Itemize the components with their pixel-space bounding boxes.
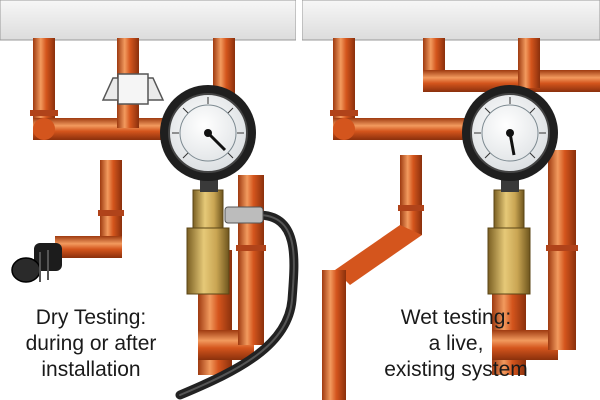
brass-valve-icon [487,172,531,295]
hose-icon [175,206,299,400]
caption-line: during or after [25,332,157,355]
caption-line: installation [41,358,141,381]
dry-testing-caption: Dry Testing: during or after installatio… [0,305,182,383]
boiler-left [0,0,297,41]
caption-line: existing system [384,358,528,381]
caption-line: a live, [428,332,484,355]
tundish-icon [101,73,165,105]
caption-line: Dry Testing: [35,306,147,329]
pressure-gauge-icon [160,85,256,181]
pressure-gauge-icon [462,85,558,181]
caption-line: Wet testing: [400,306,512,329]
pipe-end-cap-icon [11,243,62,283]
wet-testing-caption: Wet testing: a live, existing system [356,305,556,383]
brass-valve-icon [186,172,230,295]
boiler-right [301,0,600,41]
